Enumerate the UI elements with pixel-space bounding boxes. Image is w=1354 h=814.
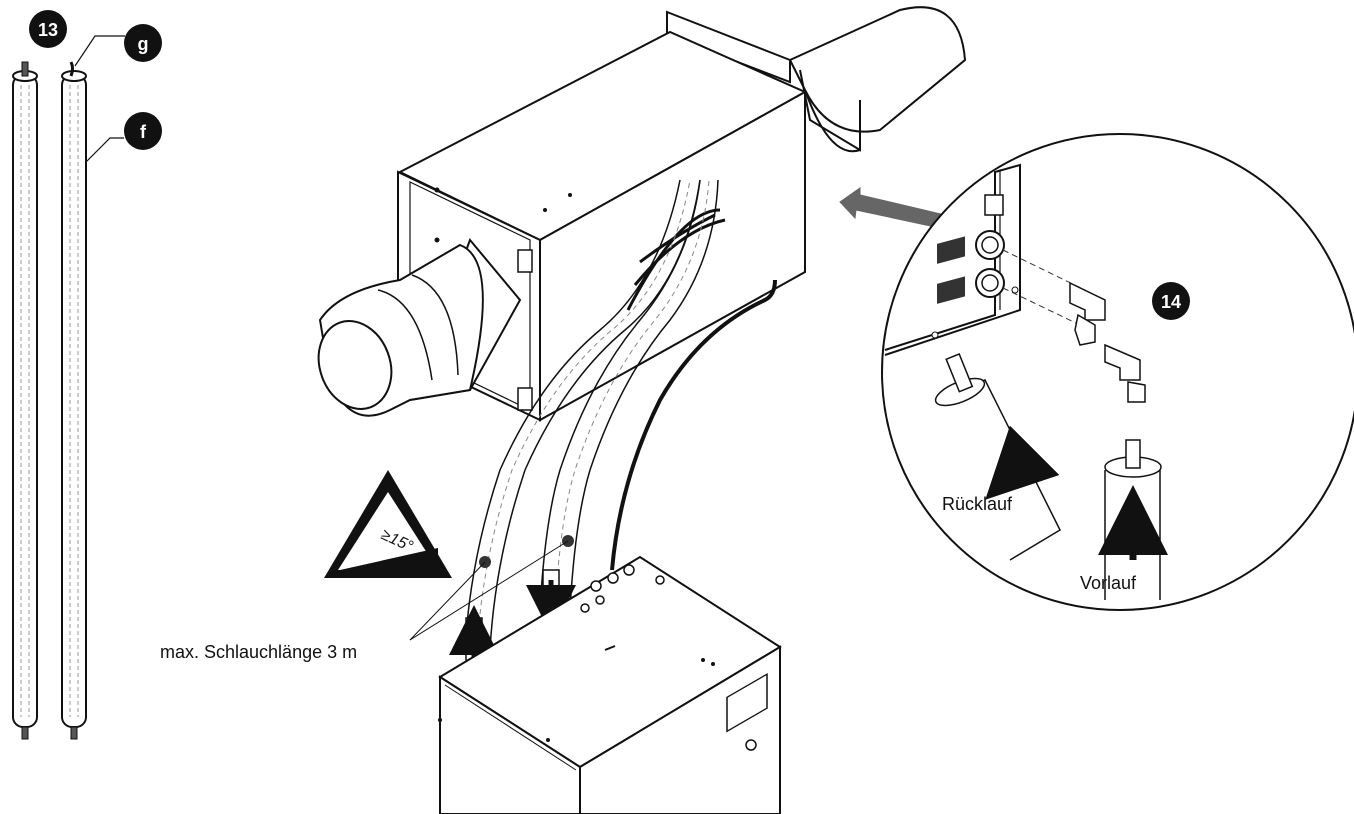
return-label: Rücklauf — [942, 494, 1013, 514]
supply-label: Vorlauf — [1080, 573, 1137, 593]
detail-pointer-arrow — [839, 187, 946, 229]
detail-view: Rücklauf Vorlauf — [881, 133, 1354, 611]
brand-waves — [626, 208, 726, 311]
step-14-label: 14 — [1161, 292, 1181, 312]
step-14-badge: 14 — [1152, 282, 1190, 320]
part-f-label: f — [140, 122, 147, 142]
hose-length-label: max. Schlauchlänge 3 m — [160, 642, 357, 662]
step-13-label: 13 — [38, 20, 58, 40]
part-f-callout: f — [85, 112, 162, 163]
slope-warning-sign: ≥15° — [324, 470, 452, 578]
part-g-label: g — [138, 34, 149, 54]
return-hose — [539, 179, 719, 611]
insulated-pipe-left — [12, 61, 38, 740]
step-13-badge: 13 — [29, 10, 67, 48]
inlet-duct — [317, 238, 522, 417]
power-cable — [610, 279, 777, 571]
insulated-pipe-right — [61, 61, 87, 740]
outlet-duct — [788, 6, 967, 153]
hose-length-callout: max. Schlauchlänge 3 m — [160, 535, 574, 662]
indoor-unit — [438, 555, 782, 814]
part-g-callout: g — [74, 24, 162, 67]
